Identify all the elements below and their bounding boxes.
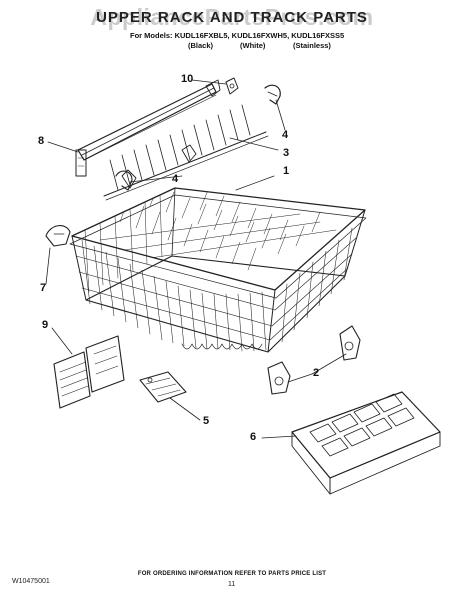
- finish-stainless-label: (Stainless): [293, 41, 331, 50]
- track-channel-part: [291, 391, 441, 495]
- callout-6: 6: [250, 431, 257, 443]
- callout-3: 3: [283, 147, 290, 159]
- adjuster-clip-lower: [115, 170, 133, 191]
- page-title: UPPER RACK AND TRACK PARTS: [96, 9, 368, 26]
- callout-4-upper: 4: [282, 129, 289, 141]
- callout-9: 9: [42, 319, 49, 331]
- leader-lines: [45, 79, 347, 439]
- adjuster-housing-part: [53, 335, 125, 409]
- end-cap-part: [225, 77, 239, 95]
- callout-4-lower: 4: [172, 173, 179, 185]
- callout-2: 2: [313, 367, 320, 379]
- document-number: W10475001: [12, 578, 50, 585]
- ordering-note: FOR ORDERING INFORMATION REFER TO PARTS …: [137, 571, 327, 577]
- folding-tine-row: [103, 104, 269, 201]
- adjuster-clip-upper: [264, 84, 281, 105]
- rack-stop-part: [45, 225, 71, 247]
- finish-white-label: (White): [240, 41, 266, 50]
- callout-7: 7: [40, 282, 47, 294]
- adjuster-arm-part: [139, 371, 187, 403]
- callout-5: 5: [203, 415, 210, 427]
- models-line: For Models: KUDL16FXBL5, KUDL16FXWH5, KU…: [130, 31, 345, 40]
- upper-rack-basket: [69, 187, 367, 353]
- callout-1: 1: [283, 165, 290, 177]
- site-watermark: AppliancePartsPros.com: [90, 4, 374, 30]
- finish-black-label: (Black): [188, 41, 214, 50]
- rollers-part: [267, 325, 361, 395]
- track-rail-part: [75, 79, 221, 177]
- page-number: 11: [228, 581, 236, 588]
- callout-10: 10: [181, 73, 194, 85]
- callout-8: 8: [38, 135, 45, 147]
